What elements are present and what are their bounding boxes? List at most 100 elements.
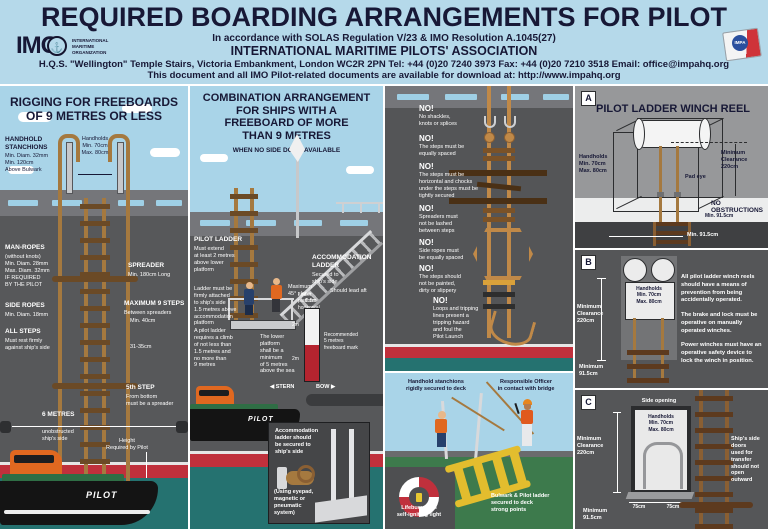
- figure-head: [246, 282, 253, 289]
- step-width-label: Min. 40cm: [130, 318, 156, 324]
- no-item-title: NO!: [419, 134, 434, 143]
- platform-minimum-note: The lower platform shall be a minimum of…: [260, 334, 295, 375]
- solas-subtitle: In accordance with SOLAS Regulation V/23…: [212, 33, 556, 44]
- ladder-step: [453, 465, 472, 503]
- clearance-dash-line: [671, 142, 747, 143]
- boat-name: PILOT: [248, 416, 274, 423]
- scupper-opening: [340, 220, 368, 226]
- pilot-ladder-detail: Must extend at least 2 metres above lowe…: [194, 246, 235, 273]
- deck-railing: [336, 202, 383, 204]
- boat-window: [14, 455, 54, 463]
- uneven-step: [483, 148, 515, 153]
- handhold-stanchions-label: HANDHOLD STANCHIONS: [5, 136, 48, 152]
- six-metres-arrow: [12, 426, 176, 427]
- poster-title: REQUIRED BOARDING ARRANGEMENTS FOR PILOT: [40, 2, 727, 32]
- handholds-label: Handholds Min. 70cm Max. 80cm: [636, 286, 662, 305]
- marker-pipe: [0, 421, 11, 433]
- ladder-steps: [80, 204, 110, 484]
- panel-winch-reel: A PILOT LADDER WINCH REEL Handholds Min.…: [575, 86, 768, 248]
- gauge-upper-half: [305, 309, 319, 345]
- figure-legs: [437, 433, 446, 447]
- boat-wheelhouse: [196, 386, 234, 406]
- min-915-arrow: [609, 236, 683, 237]
- figure-head: [273, 278, 280, 285]
- inset-secure-note: Accommodation ladder should be secured t…: [275, 428, 319, 455]
- scupper-opening: [501, 94, 529, 100]
- boat-window: [199, 390, 229, 396]
- fifth-step-label: 5th STEP: [126, 384, 155, 391]
- lashed-step: [483, 208, 515, 213]
- stanchion-post: [117, 142, 124, 194]
- secured-points-label: Bulwark & Pilot ladder secured to deck s…: [491, 493, 550, 513]
- dirty-step: [483, 304, 515, 309]
- ladder-steps: [695, 396, 733, 529]
- figure-vest: [435, 419, 447, 433]
- scupper-opening: [397, 94, 429, 100]
- no-item-text: Spreaders must not be lashed between ste…: [419, 214, 458, 234]
- handholds-label: Handholds Min. 70cm Max. 80cm: [648, 414, 674, 433]
- gauge-2m-upper-label: 2m: [292, 322, 299, 328]
- freeboard-mark-note: Recommended 5 metres freeboard mark: [324, 332, 358, 351]
- no-item-title: NO!: [419, 238, 434, 247]
- gauge-lower-half: [305, 345, 319, 381]
- panel-a-badge: A: [581, 91, 596, 106]
- impa-flag-logo: IMPA: [722, 26, 764, 66]
- no-item-text: No shackles, knots or splices: [419, 114, 457, 127]
- minimum-915-label: Minimum 91.5cm: [579, 364, 604, 377]
- man-rope: [126, 158, 130, 482]
- address-line: H.Q.S. "Wellington" Temple Stairs, Victo…: [38, 59, 730, 70]
- spreader-label: SPREADER: [128, 262, 165, 269]
- ladder-step: [627, 364, 669, 369]
- railing-post: [378, 204, 380, 213]
- maximum-steps-label: MAXIMUM 9 STEPS: [124, 300, 185, 307]
- long-spreader: [449, 170, 547, 176]
- scupper-opening: [246, 220, 276, 226]
- no-item-title: NO!: [433, 296, 448, 305]
- bow-label: BOW ▶: [316, 384, 336, 390]
- rope-loop: [297, 465, 315, 483]
- no-obstructions-label: NO OBSTRUCTIONS: [711, 200, 763, 215]
- min-915-floor-label: Min. 91.5cm: [705, 213, 734, 219]
- pilot-figure: [242, 282, 256, 316]
- accommodation-ladder-detail: Secured to ship's side: [312, 272, 339, 285]
- handholds-label: Handholds Min. 70cm Max. 80cm: [579, 154, 608, 174]
- stern-pipe: [306, 394, 383, 406]
- lifebuoy-label: Lifebuoy with self-igniting light: [396, 505, 442, 518]
- spreader-detail: Min. 180cm Long: [128, 272, 171, 278]
- pad-eye-label: Pad eye: [685, 174, 706, 180]
- climb-note: A pilot ladder requires a climb of not l…: [194, 328, 233, 369]
- panel-incorrect-rigging: NO! No shackles, knots or splices NO! Th…: [385, 86, 573, 371]
- shackle-icon: [484, 116, 496, 128]
- clearance-tick: [597, 278, 606, 279]
- panel-rigging-freeboards: RIGGING FOR FREEBOARDS OF 9 METRES OR LE…: [0, 86, 188, 529]
- imo-logo: IMO INTERNATIONAL MARITIME ORGANIZATION: [16, 30, 136, 64]
- clearance-tick: [613, 492, 621, 493]
- winch-note-1: All pilot ladder winch reels should have…: [681, 274, 755, 304]
- winch-note-2: The brake and lock must be operative on …: [681, 312, 758, 334]
- figure-legs: [272, 299, 280, 312]
- fifth-step-detail: From bottom must be a spreader: [126, 394, 174, 407]
- scupper-opening: [294, 220, 322, 226]
- figure-body: [244, 289, 254, 305]
- side-opening-label: Side opening: [641, 398, 677, 404]
- panel-c-badge: C: [581, 395, 596, 410]
- no-item-text: The steps should not be painted, dirty o…: [419, 274, 461, 294]
- gauge-2m-lower-label: 2m: [292, 356, 299, 362]
- stanchions-secured-label: Handhold stanchions rigidly secured to d…: [406, 379, 466, 392]
- cloud-icon: [346, 166, 374, 174]
- handholds-span-label: Handholds Min. 70cm Max. 80cm: [81, 136, 109, 156]
- pilot-ladder-graphic: [230, 188, 258, 322]
- lower-platform-graphic: [230, 320, 296, 330]
- no-item-text: Loops and tripping lines present a tripp…: [433, 306, 479, 340]
- ladder-attach-note: Ladder must be firmly attached to ship's…: [194, 286, 237, 327]
- header: REQUIRED BOARDING ARRANGEMENTS FOR PILOT…: [0, 0, 768, 84]
- handhold-stanchions-detail: Min. Diam. 32mm Min. 120cm Above Bulwark: [5, 153, 49, 173]
- no-item-title: NO!: [419, 162, 434, 171]
- clearance-arrow: [617, 412, 618, 492]
- door-platform: [625, 492, 695, 499]
- width-75-label: 75cm: [666, 504, 680, 510]
- maximum-steps-detail: Between spreaders: [124, 310, 172, 316]
- figure-head: [438, 411, 446, 419]
- no-item-text: The steps must be equally spaced: [419, 144, 465, 157]
